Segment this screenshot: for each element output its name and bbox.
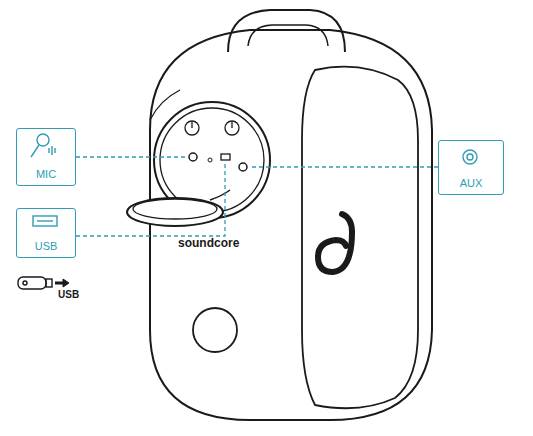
brand-logo-text: soundcore	[178, 236, 239, 250]
usb-drive-label: USB	[58, 289, 79, 300]
port-name: MIC	[32, 168, 60, 185]
usb-callout-box: USB	[16, 208, 76, 258]
port-name: USB	[31, 240, 62, 257]
mic-callout-box: MIC	[16, 128, 76, 186]
aux-callout-box: AUX	[438, 140, 504, 195]
port-name: AUX	[456, 177, 487, 194]
